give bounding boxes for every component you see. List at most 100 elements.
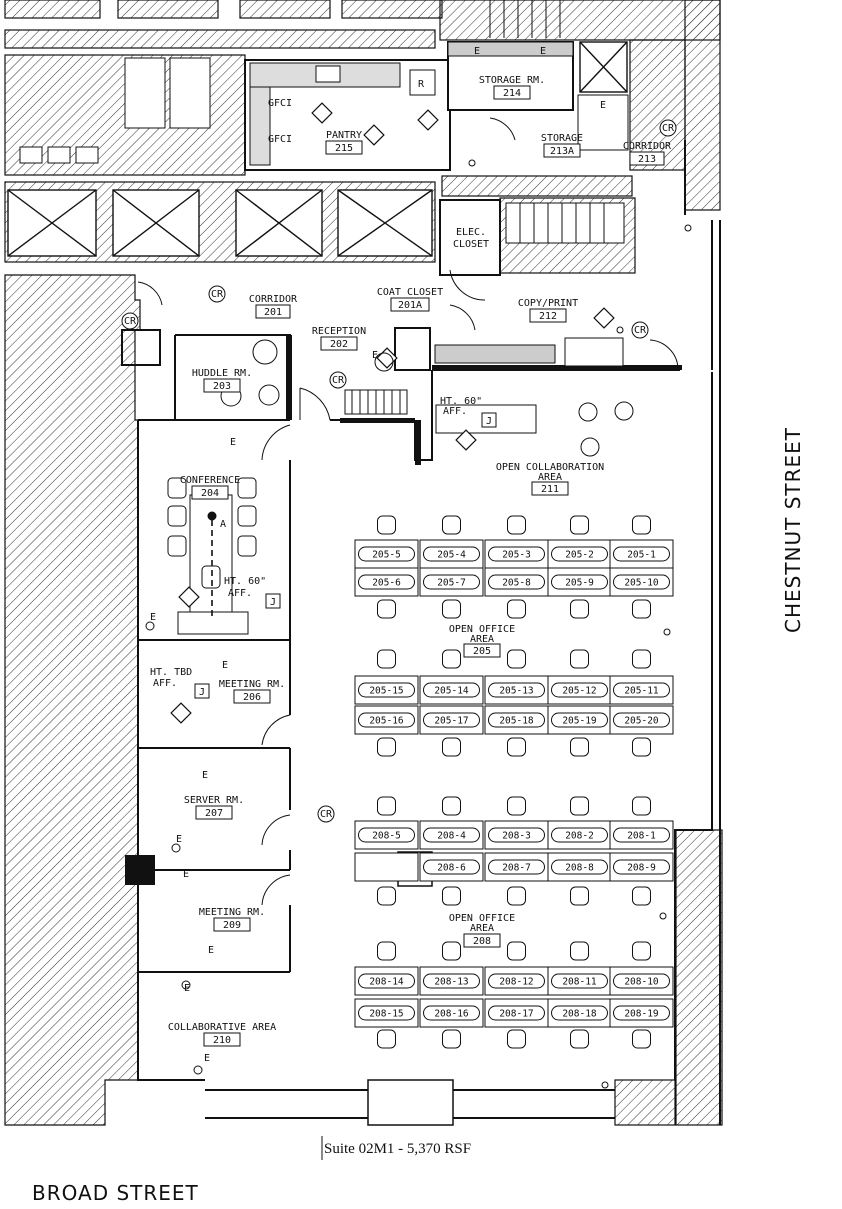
storage-214-num: 214 — [503, 88, 521, 99]
chair — [507, 649, 526, 669]
chair — [442, 941, 461, 961]
j-label-3: J — [199, 687, 205, 698]
e-6: E — [183, 869, 189, 880]
elec-closet-line2: CLOSET — [453, 239, 489, 250]
open-collab-line1: OPEN COLLABORATION — [496, 462, 604, 473]
copy-print-name: COPY/PRINT — [518, 298, 578, 309]
desk-label: 208-12 — [499, 977, 533, 988]
desk-label: 205-13 — [499, 686, 533, 697]
desk-tag — [423, 973, 480, 989]
chestnut-street-label: CHESTNUT STREET — [781, 427, 805, 633]
ht60-collab-line1: HT. 60" — [440, 396, 482, 407]
desk-cell — [354, 852, 419, 882]
desk-label: 208-8 — [565, 863, 594, 874]
walls — [137, 220, 721, 1125]
e-5: E — [176, 834, 182, 845]
e-13: E — [372, 350, 378, 361]
desk-label: 208-14 — [369, 977, 404, 988]
desk-label: 208-16 — [434, 1009, 469, 1020]
pantry-name: PANTRY — [326, 130, 362, 141]
chair — [377, 599, 396, 619]
chair — [507, 599, 526, 619]
e-1: E — [230, 437, 236, 448]
e-3: E — [222, 660, 228, 671]
desk-tag — [613, 827, 670, 843]
open-office-205-line2: AREA — [470, 634, 494, 645]
desk-label: 205-12 — [562, 686, 596, 697]
chair — [570, 515, 589, 535]
desk-tag — [551, 1005, 608, 1021]
shafts — [7, 41, 628, 257]
desk-label: 208-19 — [624, 1009, 659, 1020]
corridor-201-num: 201 — [264, 307, 282, 318]
open-office-205-line1: OPEN OFFICE — [449, 624, 515, 635]
desk-label: 208-7 — [502, 863, 531, 874]
desk-label: 205-10 — [624, 578, 659, 589]
chair — [507, 1029, 526, 1049]
desk-label: 205-20 — [624, 716, 659, 727]
j-label-1: J — [486, 416, 492, 427]
pantry-num: 215 — [335, 143, 353, 154]
desk-tag — [551, 574, 608, 590]
reception-name: RECEPTION — [312, 326, 366, 337]
chair — [442, 515, 461, 535]
desk-tag — [488, 973, 545, 989]
chair — [632, 515, 651, 535]
storage-214-name: STORAGE RM. — [479, 75, 545, 86]
desk-label: 208-3 — [502, 831, 531, 842]
chair — [442, 1029, 461, 1049]
desk-label: 205-14 — [434, 686, 469, 697]
chair — [442, 796, 461, 816]
desk-label: 205-9 — [565, 578, 594, 589]
conference-name: CONFERENCE — [180, 475, 240, 486]
cr-4: CR — [634, 325, 647, 336]
desk-tag — [613, 973, 670, 989]
chair — [442, 649, 461, 669]
desk-label: 205-3 — [502, 550, 531, 561]
chair — [507, 941, 526, 961]
desk-label: 205-17 — [434, 716, 468, 727]
meeting-209-name: MEETING RM. — [199, 907, 265, 918]
chair — [377, 737, 396, 757]
copy-print-num: 212 — [539, 311, 557, 322]
collab-210-num: 210 — [213, 1035, 231, 1046]
r-label: R — [418, 79, 425, 90]
corridor-213-num: 213 — [638, 154, 656, 165]
conference-num: 204 — [201, 488, 219, 499]
chair — [377, 515, 396, 535]
chair — [632, 886, 651, 906]
open-office-208-line1: OPEN OFFICE — [449, 913, 515, 924]
desk-tag — [613, 546, 670, 562]
desk-label: 205-19 — [562, 716, 597, 727]
chair — [632, 599, 651, 619]
storage-213a-name: STORAGE — [541, 133, 583, 144]
e-2: E — [150, 612, 156, 623]
desk-label: 208-9 — [627, 863, 656, 874]
desk-tag — [358, 574, 415, 590]
desk-tag — [423, 546, 480, 562]
desk-label: 205-11 — [624, 686, 659, 697]
cr-3: CR — [332, 375, 345, 386]
desk-tag — [423, 682, 480, 698]
chairs — [377, 515, 651, 1049]
desk-tag — [613, 1005, 670, 1021]
gfci-label-2: GFCI — [268, 134, 292, 145]
desk-tag — [488, 1005, 545, 1021]
doors — [137, 117, 679, 906]
desk-label: 205-5 — [372, 550, 401, 561]
cr-2: CR — [124, 316, 137, 327]
desk-tag — [358, 682, 415, 698]
chair — [377, 941, 396, 961]
annotations: HT. 60" AFF. HT. 60" AFF. HT. TBD AFF. G… — [121, 46, 677, 1064]
desk-tag — [358, 973, 415, 989]
ht60-conf-line1: HT. 60" — [224, 576, 266, 587]
huddle-num: 203 — [213, 381, 231, 392]
chair — [632, 649, 651, 669]
open-office-208-line2: AREA — [470, 923, 494, 934]
ht60-collab-line2: AFF. — [443, 406, 467, 417]
desk-label: 208-13 — [434, 977, 468, 988]
desk-tag — [358, 712, 415, 728]
desk-label: 208-6 — [437, 863, 466, 874]
desk-label: 208-18 — [562, 1009, 597, 1020]
